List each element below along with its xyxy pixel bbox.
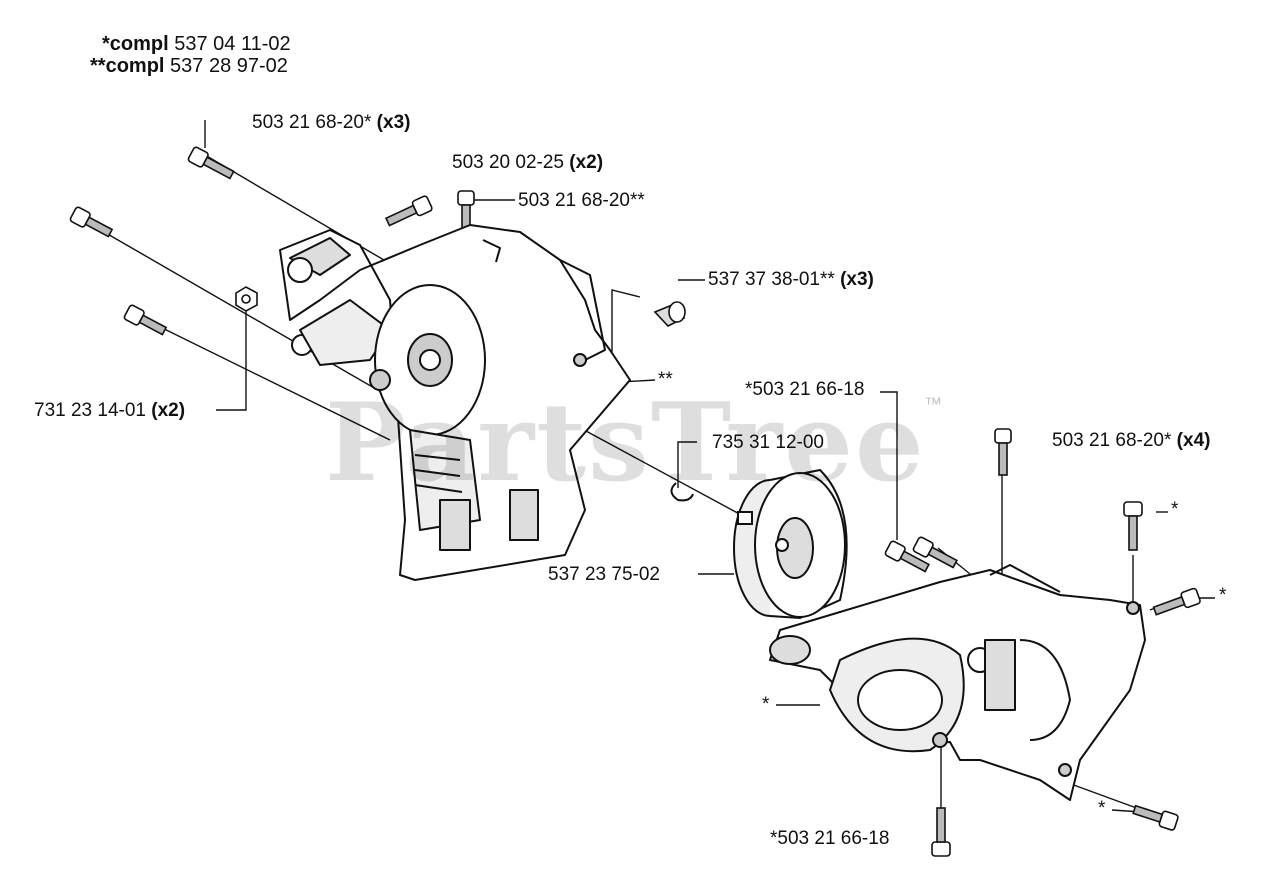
callout-screw-top-mid[interactable]: 503 20 02-25 (x2) (452, 152, 604, 173)
callout-star-1[interactable]: * (1171, 499, 1179, 520)
callout-star-4[interactable]: * (1098, 798, 1106, 819)
callout-screw-bottom-top[interactable]: *503 21 66-18 (745, 379, 865, 400)
callout-clutch-drum[interactable]: 537 23 75-02 (548, 564, 660, 585)
compl-line-2: **compl 537 28 97-02 (90, 55, 288, 77)
callout-screw-starter[interactable]: 503 21 68-20** (518, 190, 645, 211)
callout-bushing[interactable]: 537 37 38-01** (x3) (708, 269, 874, 290)
watermark: PartsTree (325, 380, 926, 506)
trademark-mark: ™ (924, 394, 942, 414)
callout-star-3[interactable]: * (762, 694, 770, 715)
callout-screw-bottom[interactable]: *503 21 66-18 (770, 828, 890, 849)
compl-line-1: *compl 537 04 11-02 (102, 33, 291, 55)
callout-circlip[interactable]: 735 31 12-00 (712, 432, 824, 453)
callout-housing-marker[interactable]: ** (658, 369, 673, 390)
callout-screw-top-left[interactable]: 503 21 68-20* (x3) (252, 112, 411, 133)
callout-star-2[interactable]: * (1219, 585, 1227, 606)
callout-screw-right-group[interactable]: 503 21 68-20* (x4) (1052, 430, 1211, 451)
callout-nut-left[interactable]: 731 23 14-01 (x2) (34, 400, 186, 421)
